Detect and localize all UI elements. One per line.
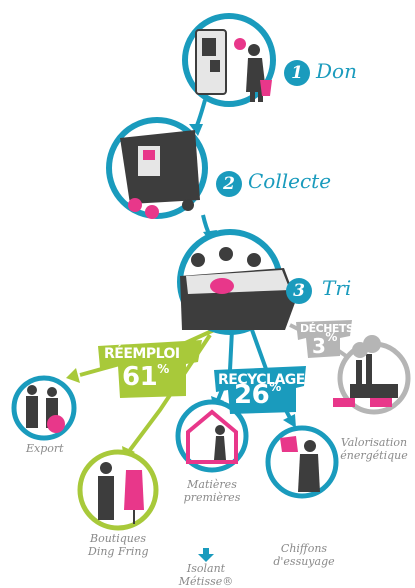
arrow-down-icon: [198, 548, 214, 562]
reemploi-percent: 61%: [122, 362, 169, 392]
export-illustration: [14, 378, 74, 438]
export-caption: Export: [26, 442, 64, 455]
chiffons-illustration: [268, 428, 336, 496]
arrow-don-to-collecte: [196, 100, 205, 128]
tri-illustration: [180, 232, 296, 332]
valorisation-illustration: [333, 335, 408, 412]
collecte-illustration: [109, 120, 205, 219]
dechets-percent: 3%: [312, 330, 337, 358]
reemploi-label: RÉEMPLOI: [104, 346, 180, 362]
don-illustration: [185, 16, 273, 104]
step-3-label: Tri: [322, 276, 351, 300]
step-2-number: 2: [216, 171, 242, 197]
step-1-number: 1: [284, 60, 310, 86]
boutiques-illustration: [80, 452, 156, 528]
step-1-label: Don: [316, 59, 357, 83]
step-3-number: 3: [286, 278, 312, 304]
step-2-label: Collecte: [248, 169, 331, 193]
recyclage-percent: 26%: [234, 380, 281, 410]
